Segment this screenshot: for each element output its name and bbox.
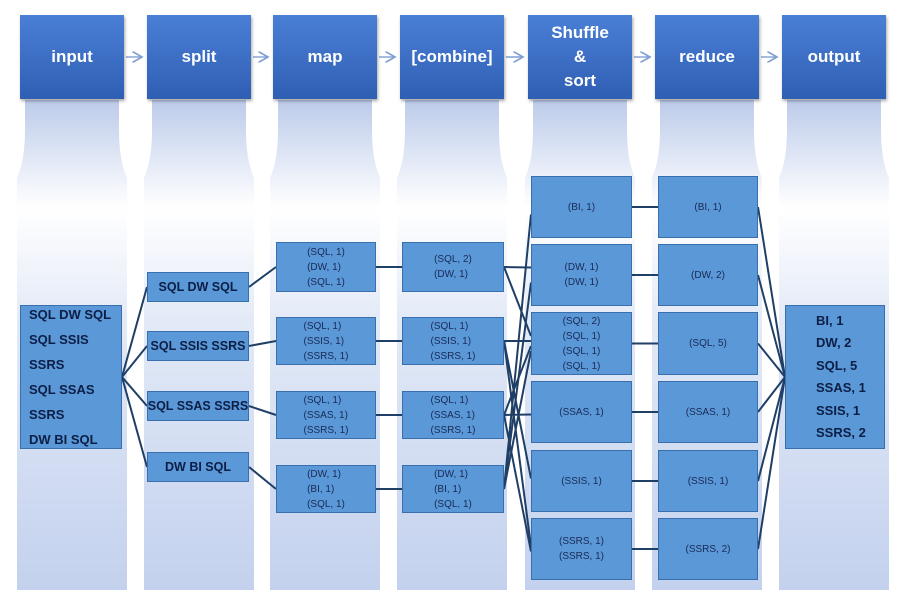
combine-box: (SQL, 2) (DW, 1) (402, 242, 504, 292)
split-box: SQL SSIS SSRS (147, 331, 249, 361)
map-box: (SQL, 1) (SSAS, 1) (SSRS, 1) (276, 391, 376, 439)
split-box-text: SQL SSIS SSRS (150, 339, 246, 353)
shuffle-box-text: (SSIS, 1) (561, 475, 602, 487)
connector-line (503, 266, 532, 269)
connector-line (121, 286, 148, 378)
connector-line (757, 274, 786, 378)
shuffle-box-text: (SSAS, 1) (559, 406, 604, 418)
stage-header: [combine] (400, 15, 504, 99)
reduce-box-text: (DW, 2) (691, 269, 725, 281)
combine-box: (SQL, 1) (SSAS, 1) (SSRS, 1) (402, 391, 504, 439)
reduce-box: (SSIS, 1) (658, 450, 758, 512)
connector-line (248, 466, 277, 490)
reduce-box-text: (SSIS, 1) (687, 475, 729, 487)
connector-line (757, 376, 786, 482)
connector-line (503, 340, 532, 479)
combine-box: (SQL, 1) (SSIS, 1) (SSRS, 1) (402, 317, 504, 365)
connector-line (121, 376, 148, 407)
shuffle-box: (BI, 1) (531, 176, 632, 238)
map-box-text: (SQL, 1) (SSAS, 1) (SSRS, 1) (303, 394, 349, 436)
split-box-text: DW BI SQL (165, 460, 231, 474)
combine-box-text: (SQL, 2) (DW, 1) (434, 254, 472, 280)
map-box-text: (SQL, 1) (SSIS, 1) (SSRS, 1) (303, 320, 349, 362)
stage-header: input (20, 15, 124, 99)
combine-box-text: (SQL, 1) (SSIS, 1) (SSRS, 1) (430, 320, 476, 362)
input-box-text: SQL DW SQL SQL SSIS SSRS SQL SSAS SSRS D… (29, 307, 112, 447)
connector-line (503, 340, 532, 547)
connector-line (503, 214, 532, 490)
input-box: SQL DW SQL SQL SSIS SSRS SQL SSAS SSRS D… (20, 305, 122, 449)
stage-header: reduce (655, 15, 759, 99)
output-box-text: BI, 1 DW, 2 SQL, 5 SSAS, 1 SSIS, 1 SSRS,… (816, 312, 866, 441)
reduce-box: (DW, 2) (658, 244, 758, 306)
combine-box-text: (DW, 1) (BI, 1) (SQL, 1) (434, 468, 472, 510)
connector-line (248, 405, 277, 416)
connector-line (757, 206, 786, 378)
split-box-text: SQL DW SQL (158, 280, 238, 294)
connector-line (503, 350, 532, 490)
reduce-box-text: (BI, 1) (694, 201, 722, 213)
combine-box-text: (SQL, 1) (SSAS, 1) (SSRS, 1) (430, 394, 476, 436)
connector-line (757, 342, 786, 378)
shuffle-box-text: (BI, 1) (567, 201, 596, 213)
shuffle-box-text: (SSRS, 1) (SSRS, 1) (558, 536, 604, 562)
combine-box: (DW, 1) (BI, 1) (SQL, 1) (402, 465, 504, 513)
shuffle-box: (SSAS, 1) (531, 381, 632, 443)
map-box: (SQL, 1) (SSIS, 1) (SSRS, 1) (276, 317, 376, 365)
connector-line (503, 282, 532, 490)
reduce-box-text: (SQL, 5) (689, 338, 727, 349)
connector-line (121, 345, 148, 378)
shuffle-box-text: (SQL, 2) (SQL, 1) (SQL, 1) (SQL, 1) (562, 315, 601, 372)
output-box: BI, 1 DW, 2 SQL, 5 SSAS, 1 SSIS, 1 SSRS,… (785, 305, 885, 449)
map-box-text: (DW, 1) (BI, 1) (SQL, 1) (307, 468, 345, 510)
connector-line (248, 340, 277, 347)
map-box: (DW, 1) (BI, 1) (SQL, 1) (276, 465, 376, 513)
connector-line (757, 376, 786, 550)
connector-line (757, 376, 786, 413)
map-box: (SQL, 1) (DW, 1) (SQL, 1) (276, 242, 376, 292)
shuffle-box: (SSIS, 1) (531, 450, 632, 512)
shuffle-box: (SSRS, 1) (SSRS, 1) (531, 518, 632, 580)
reduce-box-text: (SSAS, 1) (685, 406, 731, 418)
connector-line (248, 266, 277, 288)
reduce-box: (SSAS, 1) (658, 381, 758, 443)
reduce-box: (SSRS, 2) (658, 518, 758, 580)
shuffle-box: (DW, 1) (DW, 1) (531, 244, 632, 306)
reduce-box: (BI, 1) (658, 176, 758, 238)
connector-line (121, 376, 148, 468)
shuffle-box-text: (DW, 1) (DW, 1) (564, 262, 599, 288)
split-box: SQL DW SQL (147, 272, 249, 302)
stage-header: map (273, 15, 377, 99)
reduce-box: (SQL, 5) (658, 312, 758, 375)
stage-header: Shuffle & sort (528, 15, 632, 99)
connector-line (503, 413, 532, 416)
split-box-text: SQL SSAS SSRS (147, 399, 249, 413)
reduce-box-text: (SSRS, 2) (685, 543, 731, 555)
map-box-text: (SQL, 1) (DW, 1) (SQL, 1) (307, 246, 345, 288)
stage-header: split (147, 15, 251, 99)
stage-header: output (782, 15, 886, 99)
split-box: SQL SSAS SSRS (147, 391, 249, 421)
shuffle-box: (SQL, 2) (SQL, 1) (SQL, 1) (SQL, 1) (531, 312, 632, 375)
split-box: DW BI SQL (147, 452, 249, 482)
